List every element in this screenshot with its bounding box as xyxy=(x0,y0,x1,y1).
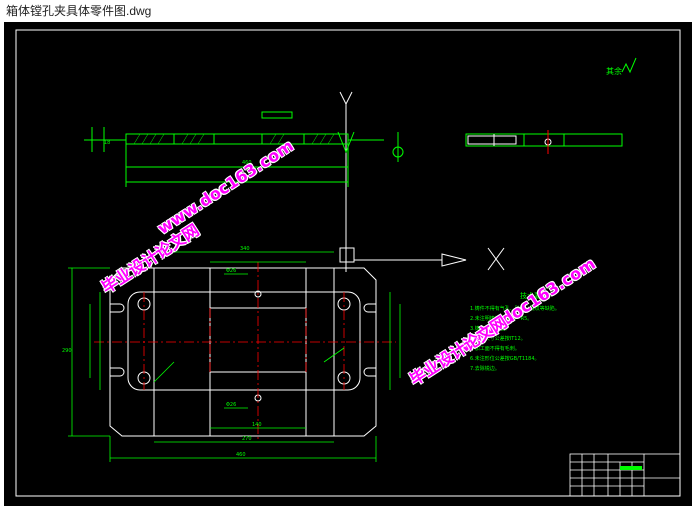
svg-text:290: 290 xyxy=(62,348,72,354)
side-view xyxy=(465,130,623,154)
tech-req-4: 4.未注尺寸公差按IT12。 xyxy=(470,335,526,342)
svg-text:18: 18 xyxy=(104,140,110,146)
svg-text:270: 270 xyxy=(242,436,252,442)
roughness-note-label: 其余 xyxy=(606,66,622,76)
section-marker-top xyxy=(339,91,353,272)
cad-drawing-viewport[interactable]: 其余 xyxy=(4,22,692,506)
tech-req-6: 6.未注形位公差按GB/T1184。 xyxy=(470,355,540,362)
tech-requirements-title: 技术要求 xyxy=(520,291,548,300)
svg-text:460: 460 xyxy=(236,452,246,458)
drawing-frame xyxy=(15,29,681,497)
svg-text:140: 140 xyxy=(252,422,262,428)
tech-req-1: 1.铸件不得有气孔、砂眼、裂纹等缺陷。 xyxy=(470,305,560,312)
front-view xyxy=(84,111,404,187)
plan-view xyxy=(109,267,377,437)
svg-text:460: 460 xyxy=(242,160,252,166)
svg-text:Φ26: Φ26 xyxy=(226,402,236,408)
title-block xyxy=(569,453,681,497)
roughness-symbol: 其余 xyxy=(606,57,637,76)
window-title: 箱体镗孔夹具体零件图.dwg xyxy=(0,0,696,22)
tech-req-5: 5.加工面不得有毛刺。 xyxy=(470,345,520,352)
dimension-lines xyxy=(68,251,401,462)
section-marker-right xyxy=(339,247,505,271)
svg-text:Φ26: Φ26 xyxy=(226,268,236,274)
tech-req-2: 2.未注明铸造圆角R3~R5。 xyxy=(470,315,532,322)
cad-drawing-canvas: 其余 xyxy=(15,29,681,497)
technical-requirements: 技术要求 1.铸件不得有气孔、砂眼、裂纹等缺陷。 2.未注明铸造圆角R3~R5。… xyxy=(470,291,560,372)
tech-req-3: 3.铸件时效处理。 xyxy=(470,325,510,332)
svg-text:340: 340 xyxy=(240,246,250,252)
tech-req-7: 7.去除锐边。 xyxy=(470,365,500,372)
